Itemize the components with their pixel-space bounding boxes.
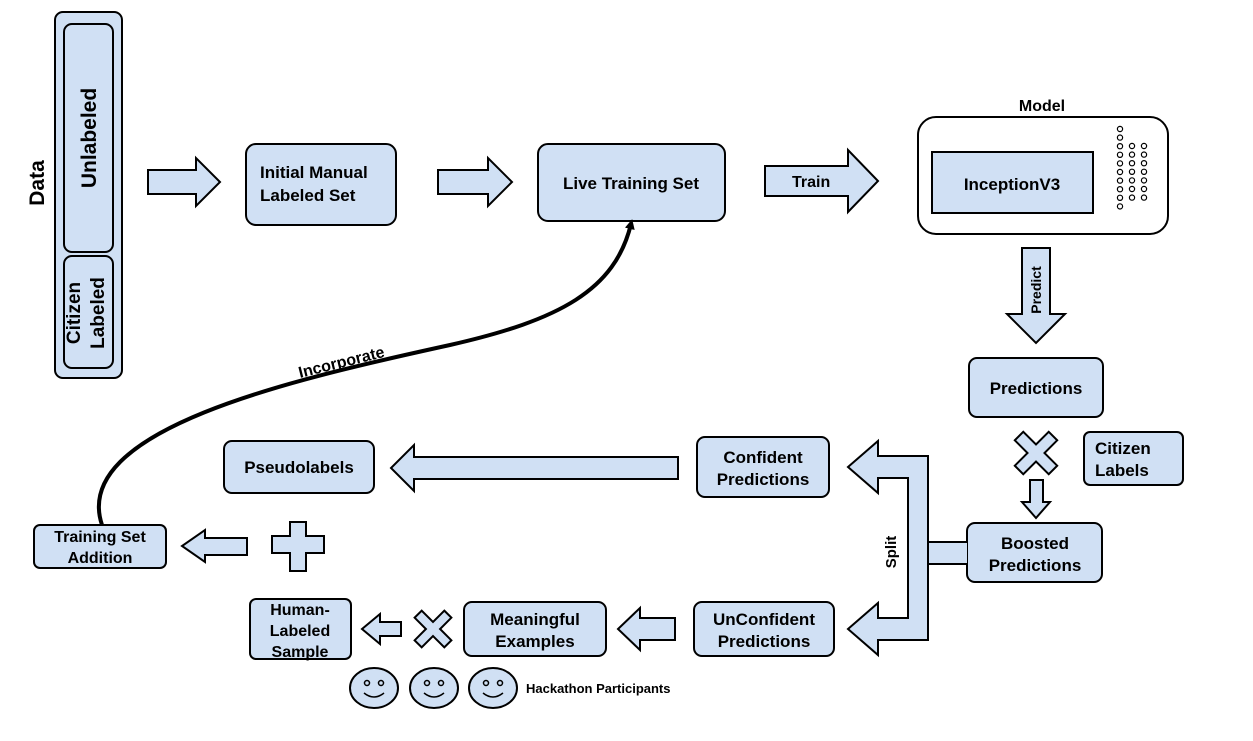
neuron-dot [1116,203,1124,210]
pseudolabels-node: Pseudolabels [223,440,375,494]
unconfident-line2: Predictions [718,632,811,651]
predictions-label: Predictions [990,379,1083,398]
unlabeled-segment [63,23,114,253]
boosted-line1: Boosted [1001,534,1069,553]
smiley-face-icon [409,667,459,709]
neuron-dot [1116,134,1124,141]
predictions-node: Predictions [968,357,1104,418]
neuron-dot [1140,142,1148,150]
data-to-initial-arrow [147,155,222,209]
data-title: Data [26,160,49,206]
citizen-labeled-label-line2: Labeled [88,277,109,349]
split-joint [929,543,935,563]
human-line3: Sample [272,644,329,661]
unconfident-line1: UnConfident [713,610,815,629]
unlabeled-label: Unlabeled [78,88,101,188]
confident-line1: Confident [723,448,803,467]
train-label: Train [792,174,830,191]
initial-to-live-arrow [437,155,514,209]
citizen-labeled-label-line1: Citizen [64,282,85,344]
neuron-dot [1128,142,1136,150]
neuron-dot [1128,185,1136,193]
to-human-labeled-arrow [360,611,402,647]
model-title: Model [1019,98,1065,115]
to-boosted-arrow [1019,479,1053,520]
train-arrow [764,147,880,215]
initial-manual-labeled-set-node: Initial Manual Labeled Set [245,143,397,226]
unconfident-predictions-node: UnConfident Predictions [693,601,835,657]
citizen-labels-node: Citizen Labels [1083,431,1184,486]
citizen-labeled-segment [63,255,114,369]
human-labeled-sample-node: Human- Labeled Sample [249,598,352,661]
neuron-dot [1128,194,1136,201]
neuron-dot [1116,168,1124,176]
human-line1: Human- [270,602,330,619]
initial-line2: Labeled Set [260,186,356,205]
human-line2: Labeled [270,623,330,640]
hackathon-label: Hackathon Participants [526,681,671,696]
model-node: Model InceptionV3 [917,98,1169,235]
split-label: Split [883,536,900,569]
meaningful-examples-node: Meaningful Examples [463,601,607,657]
neuron-dot [1140,168,1148,175]
neuron-dot [1116,142,1124,150]
neuron-dot [1128,159,1136,167]
boosted-line2: Predictions [989,556,1082,575]
live-training-set-node: Live Training Set [537,143,726,222]
inception-box [931,151,1094,214]
training-add-line1: Training Set [54,529,146,546]
neuron-dot [1116,125,1124,133]
to-meaningful-arrow [616,605,676,653]
plus-icon [271,521,325,572]
neuron-dot [1128,177,1136,184]
data-panel: Data Unlabeled Citizen Labeled [26,11,123,379]
multiply-icon [1013,430,1059,476]
neuron-dot [1116,160,1124,167]
neuron-dot [1140,159,1148,167]
inception-label: InceptionV3 [964,175,1060,194]
boosted-predictions-node: Boosted Predictions [966,522,1103,583]
training-add-line2: Addition [68,550,133,567]
neuron-dots [1116,125,1148,210]
smiley-face-icon [349,667,399,709]
confident-to-pseudolabels-arrow [389,442,679,494]
smiley-face-icon [468,667,518,709]
participant-faces [349,667,518,709]
citizen-labels-line1: Citizen [1095,439,1151,458]
neuron-dot [1116,185,1124,193]
meaningful-line2: Examples [495,632,574,651]
neuron-dot [1140,177,1148,184]
meaningful-line1: Meaningful [490,610,580,629]
neuron-dot [1128,151,1136,158]
initial-line1: Initial Manual [260,163,368,182]
small-multiply-icon [413,609,453,649]
pseudolabels-label: Pseudolabels [244,458,354,477]
live-training-label: Live Training Set [563,174,699,193]
neuron-dot [1128,168,1136,175]
confident-line2: Predictions [717,470,810,489]
neuron-dot [1140,151,1148,158]
citizen-labels-line2: Labels [1095,461,1149,480]
neuron-dot [1140,194,1148,201]
incorporate-label: Incorporate [297,344,387,382]
split-arrow [846,438,967,658]
confident-predictions-node: Confident Predictions [696,436,830,498]
predict-arrow [1004,247,1068,345]
neuron-dot [1116,194,1124,201]
neuron-dot [1140,185,1148,193]
training-set-addition-node: Training Set Addition [33,524,167,569]
incorporate-curve [97,219,635,526]
predict-label: Predict [1028,266,1044,314]
neuron-dot [1116,177,1124,184]
neuron-dot [1116,151,1124,158]
to-training-addition-arrow [180,528,248,564]
